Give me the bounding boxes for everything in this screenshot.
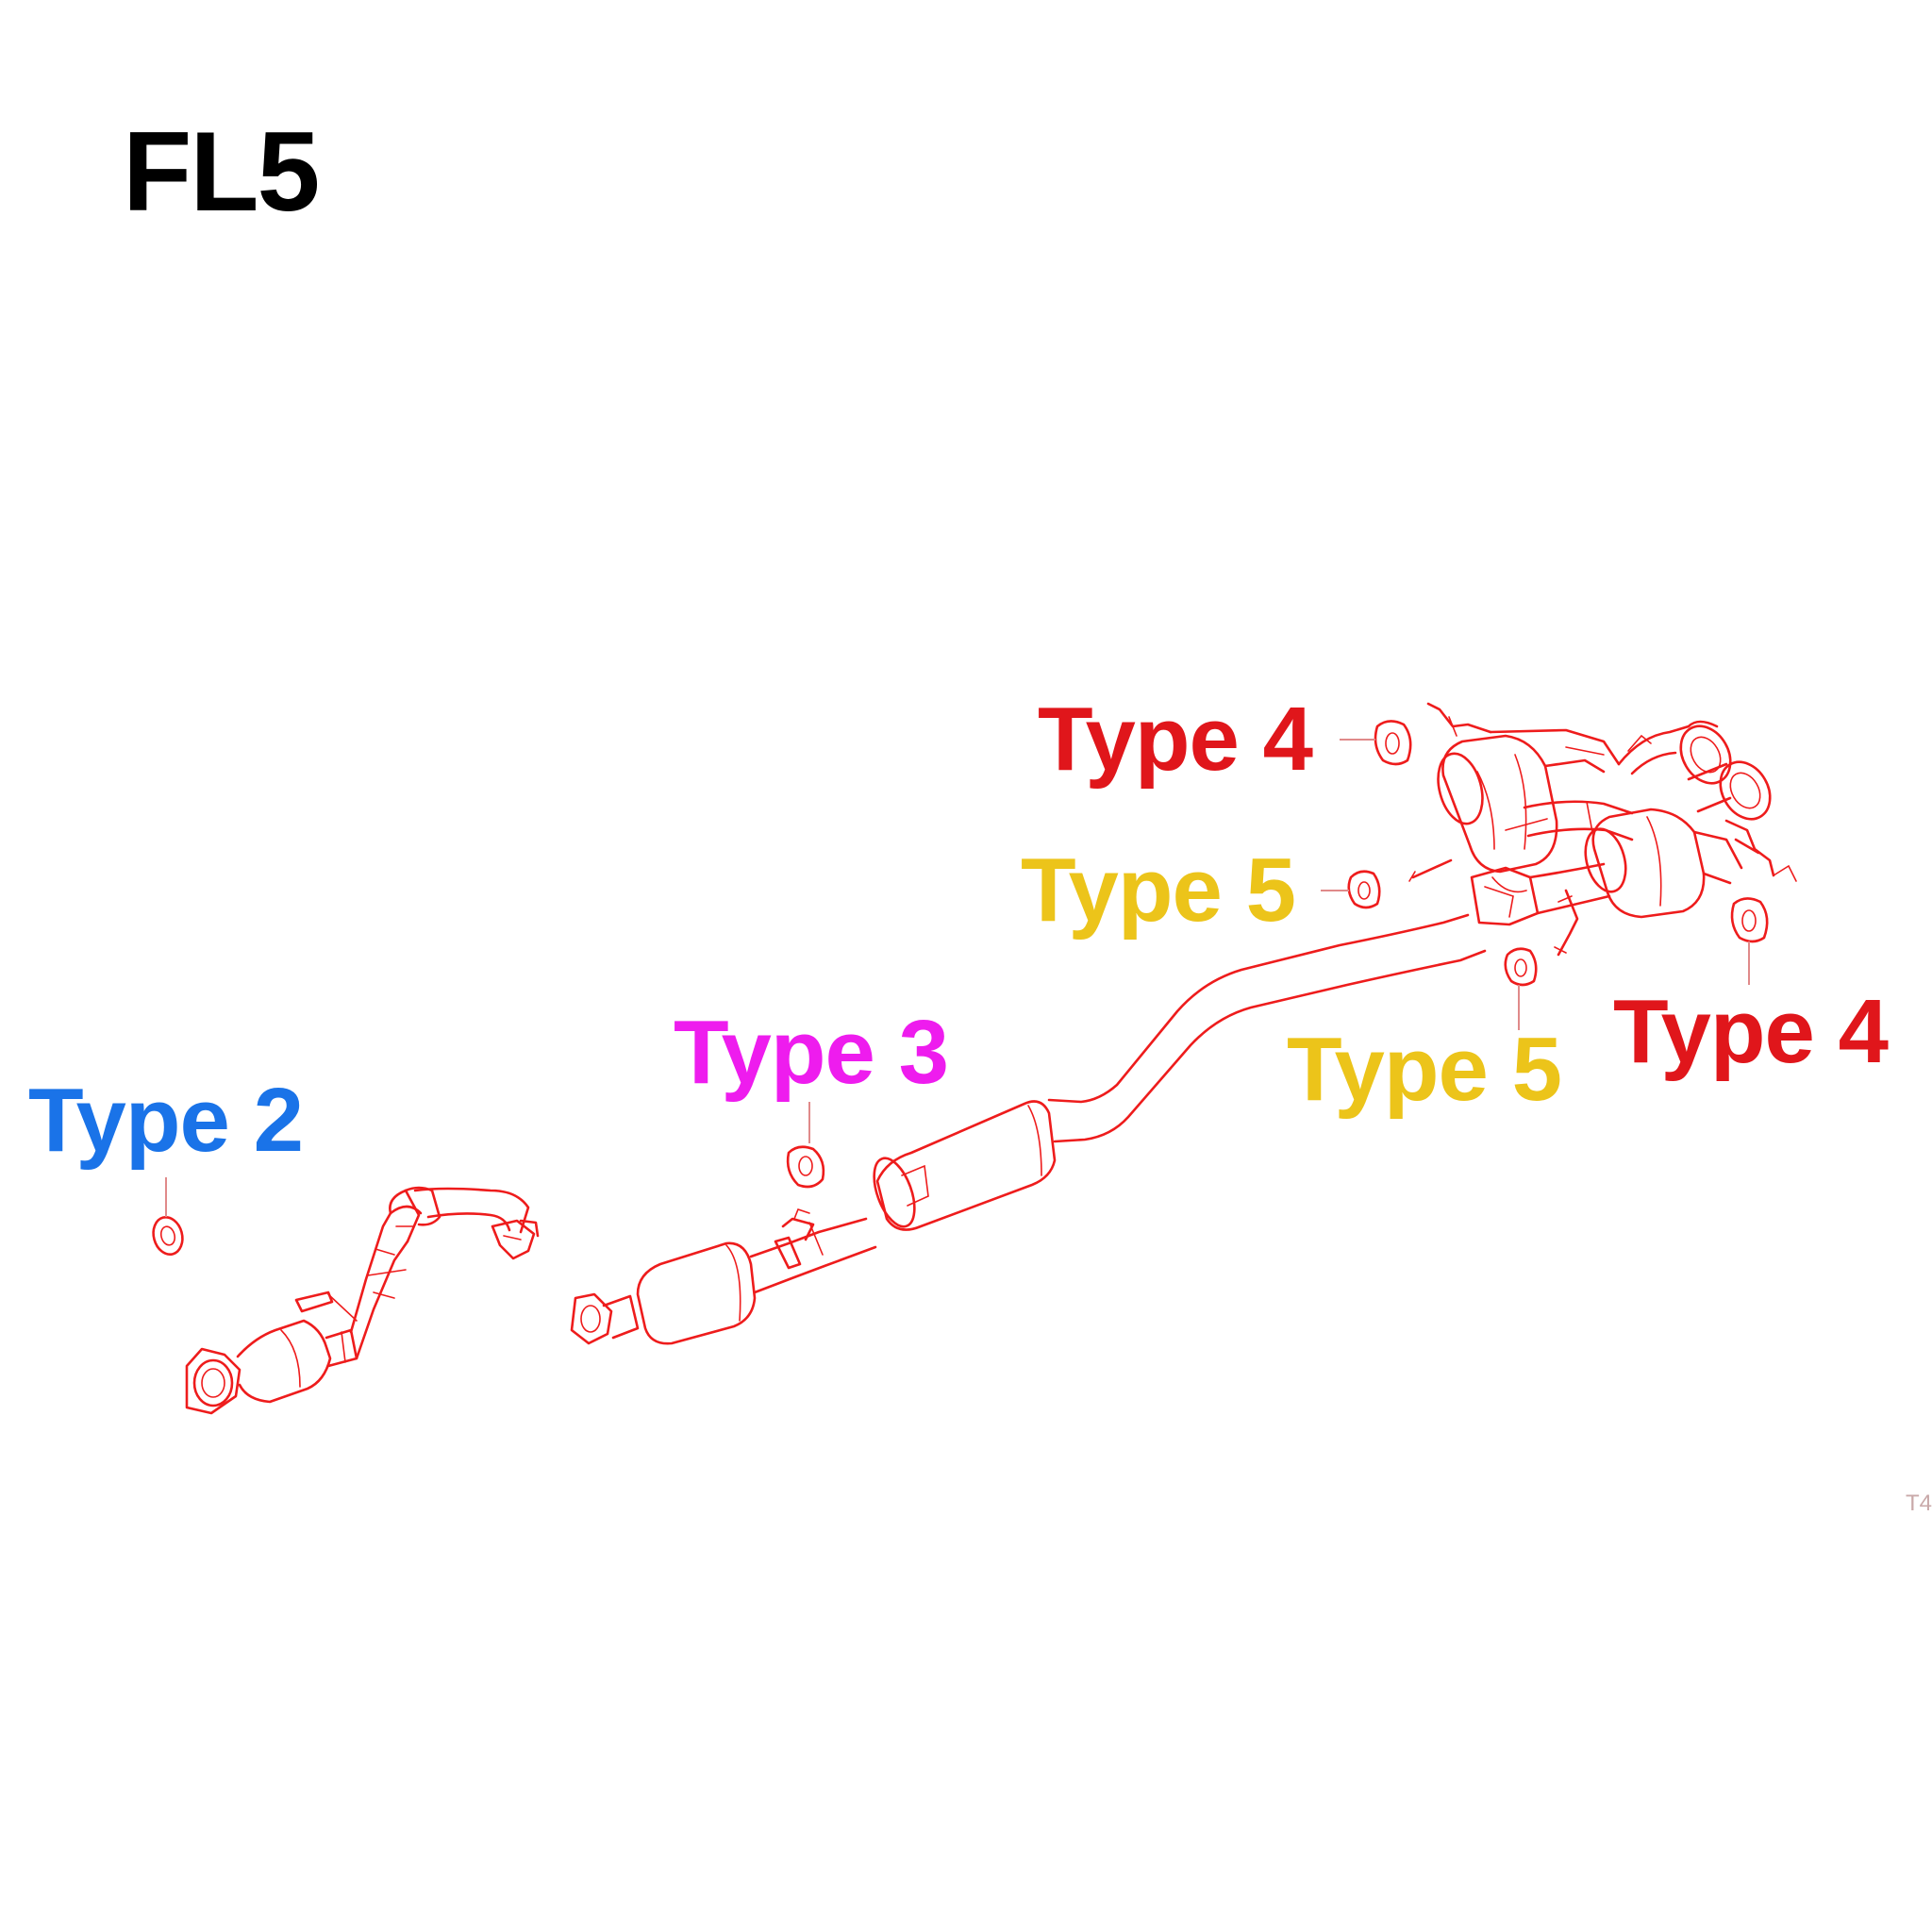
callout-type-5-left: Type 5 xyxy=(1021,840,1296,941)
callout-type-4-right: Type 4 xyxy=(1613,981,1889,1082)
hanger-type-4-right xyxy=(1730,897,1769,985)
hanger-type-4-top xyxy=(1340,720,1412,766)
hanger-type-2 xyxy=(152,1177,184,1257)
hanger-type-5-right xyxy=(1504,947,1538,1030)
mid-pipe-section xyxy=(570,913,1487,1345)
callout-type-3: Type 3 xyxy=(674,1002,949,1103)
callout-type-2: Type 2 xyxy=(28,1070,304,1171)
rear-muffler-section xyxy=(1408,702,1797,957)
page-title: FL5 xyxy=(123,108,320,235)
diagram-code: T4 xyxy=(1906,1491,1932,1516)
front-pipe-section xyxy=(185,1186,540,1415)
callout-type-5-right: Type 5 xyxy=(1287,1019,1562,1120)
callout-type-4-top: Type 4 xyxy=(1038,689,1313,790)
hanger-type-5-left xyxy=(1321,870,1381,909)
hanger-type-3 xyxy=(786,1102,825,1189)
